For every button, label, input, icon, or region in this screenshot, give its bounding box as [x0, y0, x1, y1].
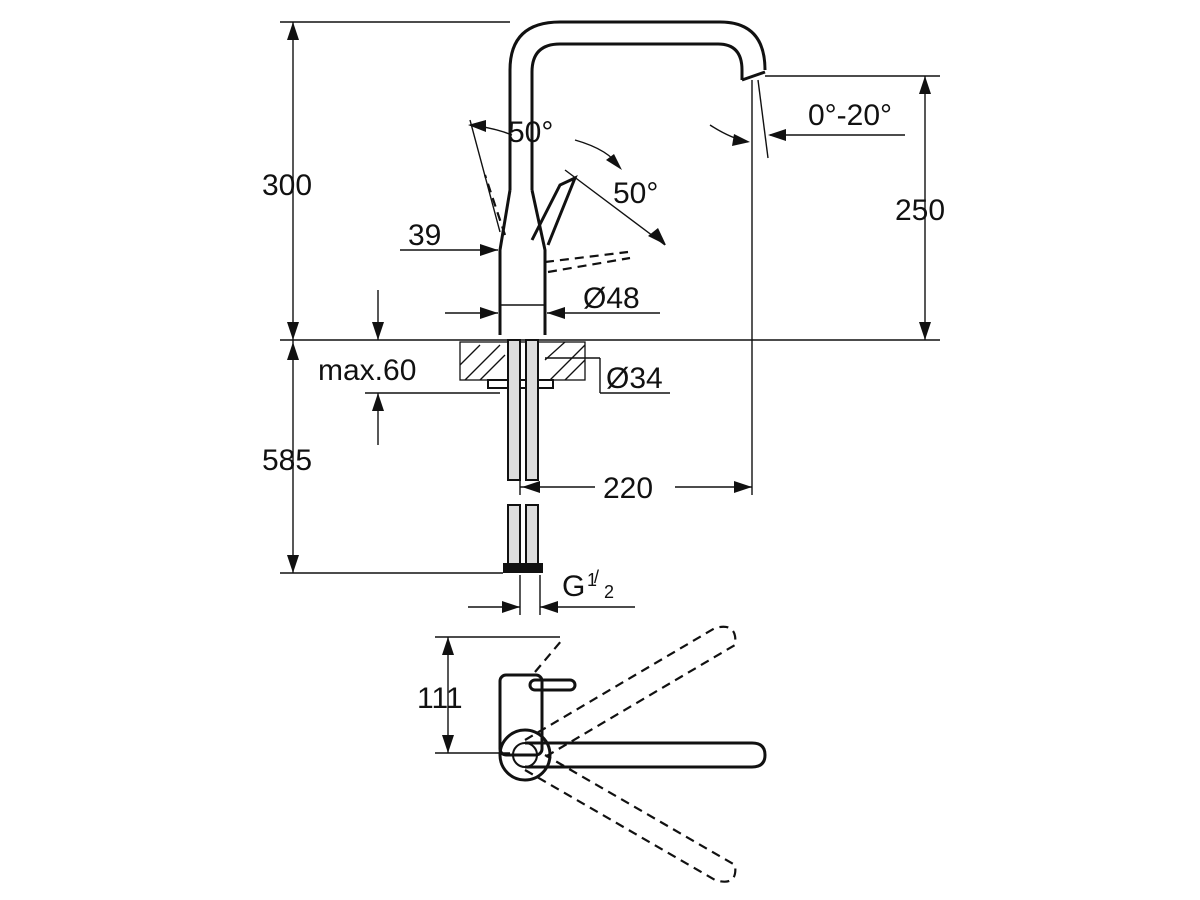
- label-300: 300: [262, 169, 312, 202]
- label-thread-g: G: [562, 570, 585, 603]
- label-thread-numerator: 1: [587, 570, 597, 590]
- label-diameter-48: Ø48: [583, 282, 640, 315]
- label-max-60: max.60: [318, 354, 416, 387]
- label-thread-denominator: 2: [604, 582, 614, 602]
- countertop-section: [280, 339, 940, 389]
- label-111: 111: [417, 682, 463, 715]
- label-angle-left: 50°: [508, 116, 553, 149]
- label-angle-right: 50°: [613, 177, 658, 210]
- label-thread-slash: /: [594, 567, 599, 587]
- label-39: 39: [408, 219, 441, 252]
- label-spout-angle: 0°-20°: [808, 99, 892, 132]
- label-diameter-34: Ø34: [606, 362, 663, 395]
- label-250: 250: [895, 194, 945, 227]
- dimension-labels: 300 585 250 220 39 Ø48 Ø34 max.60 111 50…: [262, 99, 945, 715]
- supply-hoses: [503, 339, 543, 573]
- label-585: 585: [262, 444, 312, 477]
- faucet-side-view: [483, 20, 767, 335]
- faucet-top-view: [435, 625, 767, 883]
- label-220: 220: [603, 472, 653, 505]
- dimension-lines: [280, 21, 940, 615]
